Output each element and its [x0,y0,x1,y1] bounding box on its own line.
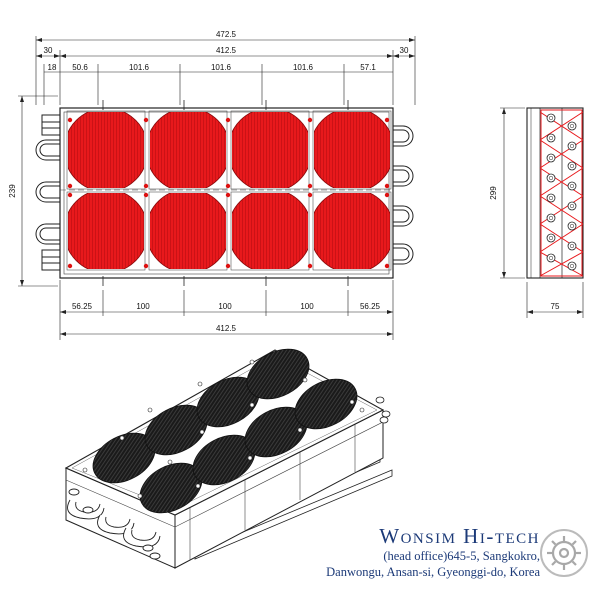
iso-top-face [64,349,385,516]
dim-core-width-bottom: 412.5 [216,324,237,333]
dim-side-height: 299 [489,186,498,200]
fan-4 [314,112,390,188]
company-name: Wonsim Hi-tech [379,524,540,548]
fan-3 [232,112,308,188]
iso-top-holes [82,359,365,499]
dim-seg-5: 101.6 [293,63,314,72]
company-address-line1: (head office)645-5, Sangkokro, [383,549,540,563]
front-plate-inner [63,111,390,275]
plate-ticks [102,100,349,286]
fan-5 [68,193,144,269]
dim-bottom-seg-3: 100 [218,302,232,311]
company-block: Wonsim Hi-tech (head office)645-5, Sangk… [262,524,540,580]
dim-margin-right: 30 [400,46,409,55]
right-tube-bends [393,125,414,265]
iso-fan-7 [294,378,358,430]
dim-bottom-seg-4: 100 [300,302,314,311]
front-view [35,100,414,286]
dim-seg-4: 101.6 [211,63,232,72]
dim-side-depth: 75 [551,302,560,311]
fan-1 [68,112,144,188]
front-dimensions [18,36,416,340]
dim-seg-6: 57.1 [360,63,376,72]
mounting-bolts [67,117,390,269]
iso-fan-8 [246,348,310,400]
fan-7 [232,193,308,269]
dim-overall-height: 239 [8,184,17,198]
fan-6 [150,193,226,269]
side-view: 299 75 [489,107,584,318]
dim-bottom-seg-1: 56.25 [72,302,93,311]
dim-seg-2: 50.6 [72,63,88,72]
dimension-arrows [20,38,415,336]
fan-frames [66,110,392,271]
side-red-lattice [539,109,584,277]
fan-8 [314,193,390,269]
dim-seg-3: 101.6 [129,63,150,72]
isometric-view [64,348,393,569]
dim-core-width-top: 412.5 [216,46,237,55]
gear-logo-icon [540,529,588,577]
dim-overall-width: 472.5 [216,30,237,39]
fan-2 [150,112,226,188]
side-body [526,107,584,279]
left-tube-bends [35,114,61,271]
red-fan-cores [68,112,390,269]
dim-margin-left: 30 [44,46,53,55]
dim-bottom-seg-2: 100 [136,302,150,311]
company-address-line2: Danwongu, Ansan-si, Gyeonggi-do, Korea [326,565,540,579]
iso-fan-cores [92,348,358,514]
side-tube-holes [546,113,577,271]
dim-bottom-seg-5: 56.25 [360,302,381,311]
iso-tube-bends [67,488,161,560]
dimension-labels: 472.5 30 412.5 30 18 50.6 101.6 101.6 10… [8,30,409,333]
dim-seg-1: 18 [48,63,57,72]
